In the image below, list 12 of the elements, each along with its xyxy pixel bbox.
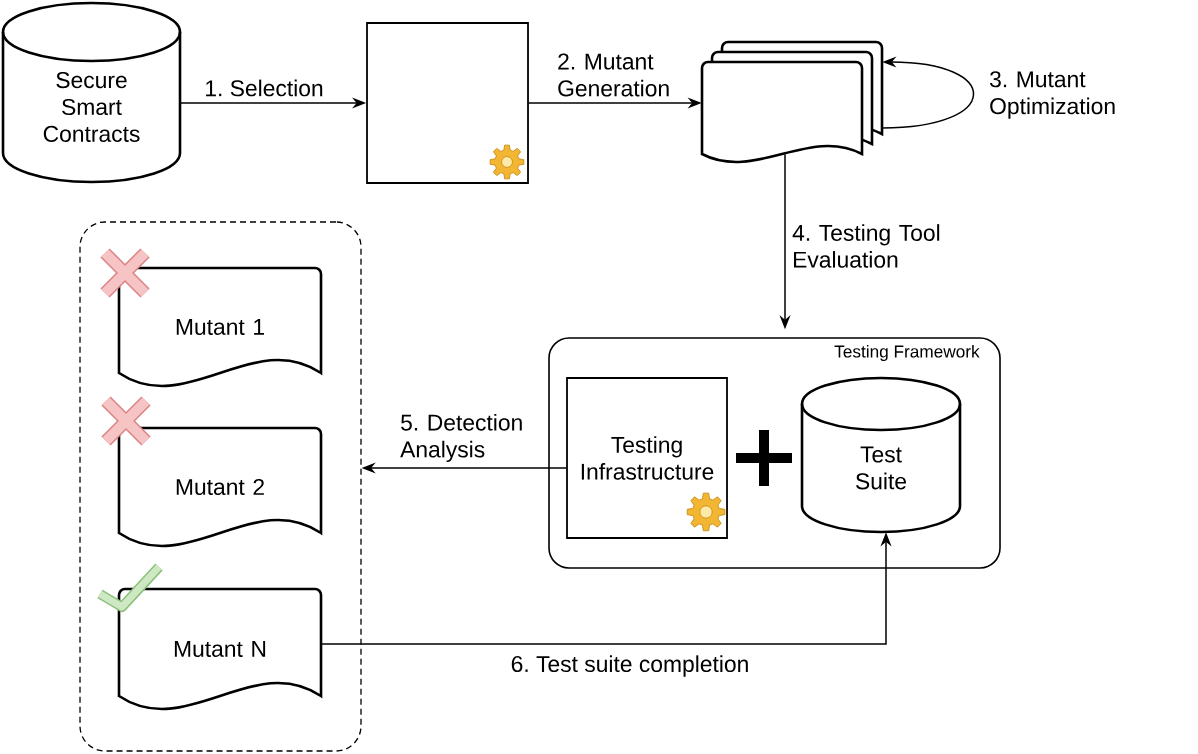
edge-label: 2. Mutant Generation xyxy=(558,53,669,97)
database-cylinder: Test Suite xyxy=(800,376,962,534)
process-box xyxy=(366,22,529,184)
database-cylinder: Secure Smart Contracts xyxy=(1,1,182,184)
edge-label: 3. Mutant Optimization xyxy=(990,71,1115,119)
edge-label: 6. Test suite completion xyxy=(511,655,748,677)
edge-label: 4. Testing Tool Evaluation xyxy=(792,224,940,268)
process-box: Testing Infrastructure xyxy=(566,377,728,539)
edge-label: 1. Selection xyxy=(206,79,323,97)
edge-label: 5. Detection Analysis xyxy=(400,413,522,463)
dashed-group-box xyxy=(79,221,362,752)
document-stack xyxy=(700,40,884,164)
